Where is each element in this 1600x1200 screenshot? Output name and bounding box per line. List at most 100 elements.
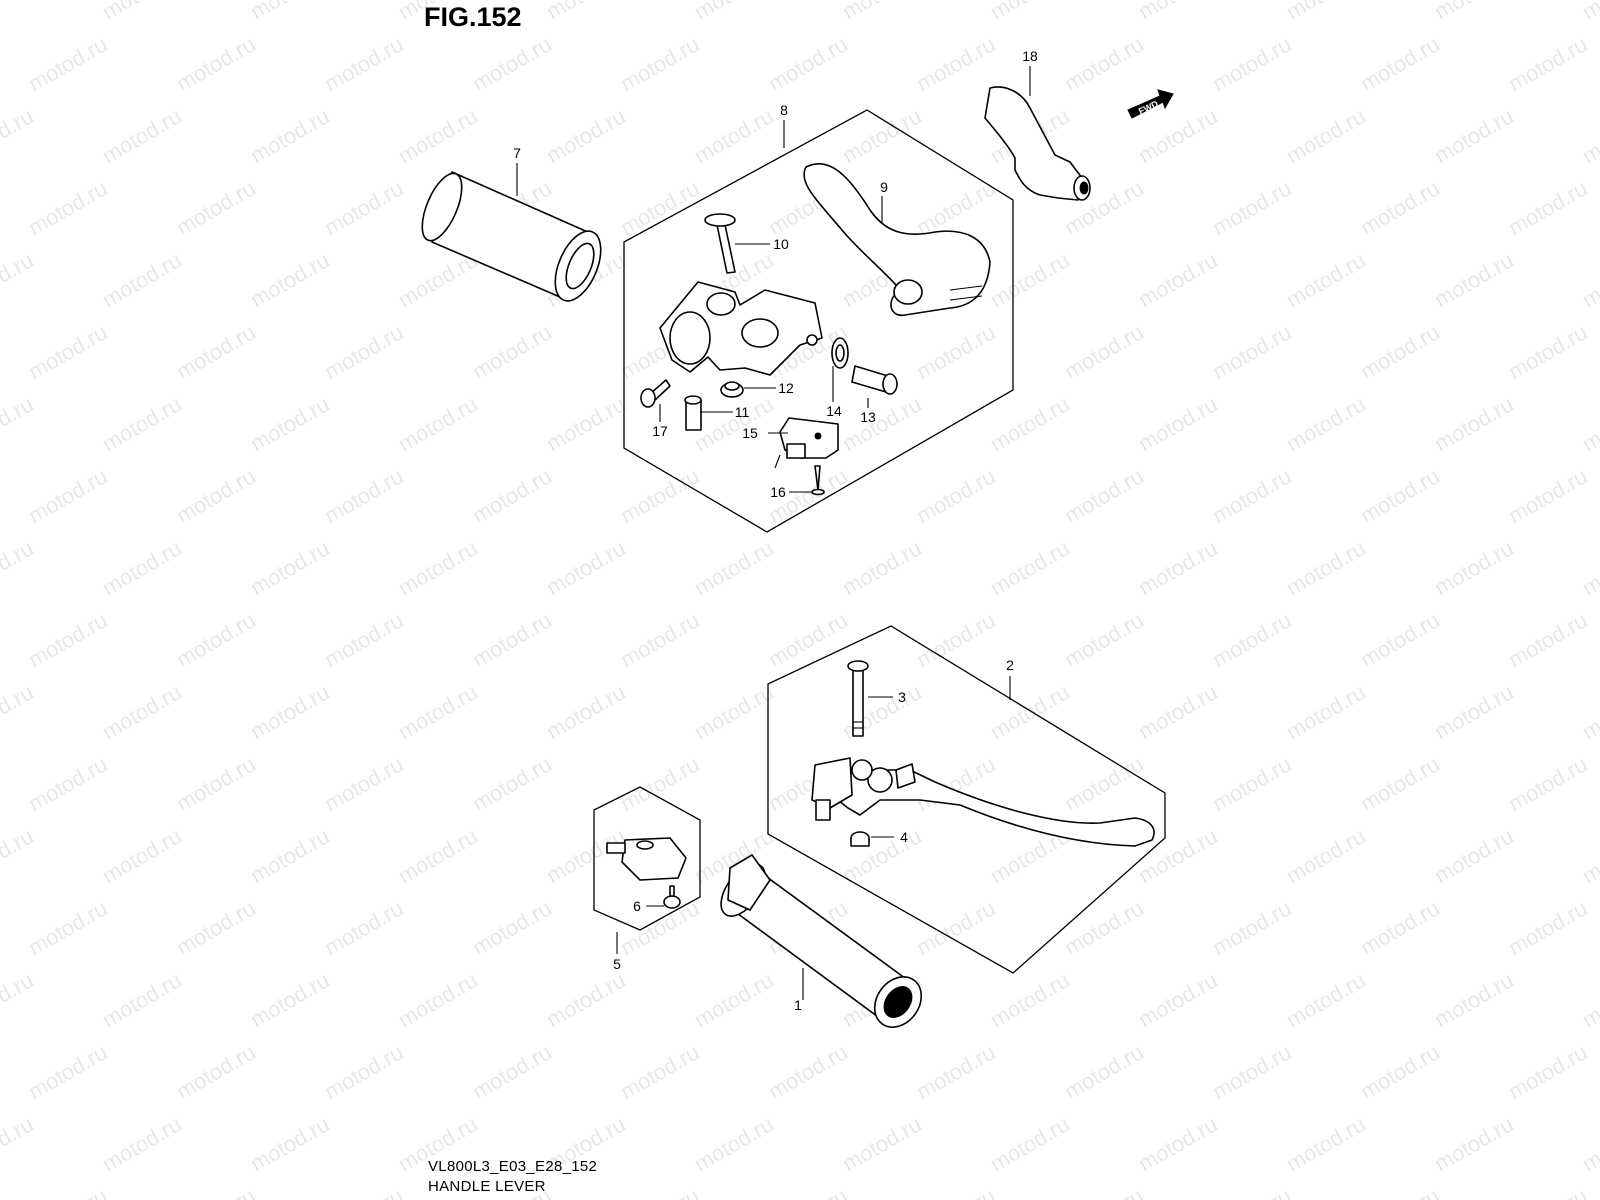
callout-9: 9: [880, 179, 888, 195]
watermark-text: motod.ru: [690, 679, 778, 744]
watermark-text: motod.ru: [1430, 823, 1518, 888]
watermark-text: motod.ru: [24, 175, 112, 240]
watermark-text: motod.ru: [98, 1111, 186, 1176]
watermark-text: motod.ru: [0, 535, 38, 600]
watermark-text: motod.ru: [1430, 535, 1518, 600]
pivot-bolt-3-part: [847, 660, 869, 737]
watermark-text: motod.ru: [912, 175, 1000, 240]
watermark-text: motod.ru: [468, 895, 556, 960]
watermark-text: motod.ru: [1578, 967, 1600, 1032]
watermark-text: motod.ru: [764, 607, 852, 672]
watermark-text: motod.ru: [172, 1183, 260, 1200]
watermark-text: motod.ru: [394, 679, 482, 744]
watermark-text: motod.ru: [1356, 1183, 1444, 1200]
watermark-text: motod.ru: [1282, 535, 1370, 600]
watermark-text: motod.ru: [98, 0, 186, 24]
watermark-text: motod.ru: [1578, 0, 1600, 24]
watermark-text: motod.ru: [1208, 895, 1296, 960]
grip-right-part: [720, 854, 923, 1028]
watermark-text: motod.ru: [542, 823, 630, 888]
watermark-text: motod.ru: [246, 0, 334, 24]
watermark-text: motod.ru: [98, 535, 186, 600]
watermark-text: motod.ru: [98, 391, 186, 456]
leader-lines: [516, 66, 1031, 1000]
nut-12-part: [720, 381, 744, 398]
switch-15-part: [774, 417, 839, 469]
watermark-text: motod.ru: [98, 823, 186, 888]
fwd-direction-icon: FWD: [1127, 89, 1174, 119]
watermark-text: motod.ru: [172, 607, 260, 672]
watermark-text: motod.ru: [0, 103, 38, 168]
watermark-text: motod.ru: [1356, 751, 1444, 816]
watermark-text: motod.ru: [98, 247, 186, 312]
group-frame-2: [767, 625, 1166, 974]
watermark-text: motod.ru: [986, 535, 1074, 600]
watermark-text: motod.ru: [764, 1039, 852, 1104]
watermark-text: motod.ru: [542, 679, 630, 744]
watermark-text: motod.ru: [912, 895, 1000, 960]
watermark-text: motod.ru: [1356, 175, 1444, 240]
watermark-text: motod.ru: [468, 31, 556, 96]
watermark-text: motod.ru: [912, 31, 1000, 96]
watermark-text: motod.ru: [394, 391, 482, 456]
watermark-text: motod.ru: [1430, 967, 1518, 1032]
group-frame-5: [593, 786, 701, 931]
watermark-text: motod.ru: [616, 31, 704, 96]
watermark-text: motod.ru: [468, 607, 556, 672]
watermark-text: motod.ru: [1578, 1111, 1600, 1176]
watermark-text: motod.ru: [1134, 679, 1222, 744]
watermark-text: motod.ru: [246, 679, 334, 744]
callout-18: 18: [1022, 48, 1038, 64]
watermark-text: motod.ru: [246, 391, 334, 456]
watermark-text: motod.ru: [616, 1039, 704, 1104]
watermark-text: motod.ru: [1504, 463, 1592, 528]
watermark-text: motod.ru: [1134, 391, 1222, 456]
watermark-text: motod.ru: [912, 1039, 1000, 1104]
watermark-text: motod.ru: [1134, 967, 1222, 1032]
watermark-text: motod.ru: [1208, 31, 1296, 96]
watermark-text: motod.ru: [0, 1111, 38, 1176]
watermark-text: motod.ru: [1282, 103, 1370, 168]
watermark-text: motod.ru: [1504, 1039, 1592, 1104]
watermark-text: motod.ru: [1060, 1183, 1148, 1200]
watermark-text: motod.ru: [1208, 751, 1296, 816]
watermark-text: motod.ru: [912, 463, 1000, 528]
washer-14-part: [831, 337, 849, 369]
watermark-text: motod.ru: [172, 463, 260, 528]
callout-15: 15: [742, 425, 758, 441]
callout-6: 6: [633, 898, 641, 914]
watermark-text: motod.ru: [764, 1183, 852, 1200]
watermark-text: motod.ru: [986, 247, 1074, 312]
watermark-text: motod.ru: [24, 319, 112, 384]
watermark-text: motod.ru: [172, 895, 260, 960]
figure-code: VL800L3_E03_E28_152: [428, 1158, 598, 1175]
callout-13: 13: [860, 409, 876, 425]
watermark-text: motod.ru: [1208, 463, 1296, 528]
watermark-text: motod.ru: [394, 535, 482, 600]
watermark-text: motod.ru: [1430, 1111, 1518, 1176]
callout-4: 4: [900, 829, 908, 845]
watermark-text: motod.ru: [1578, 679, 1600, 744]
watermark-text: motod.ru: [1578, 247, 1600, 312]
watermark-text: motod.ru: [616, 895, 704, 960]
watermark-text: motod.ru: [394, 103, 482, 168]
watermark-text: motod.ru: [1356, 463, 1444, 528]
watermark-text: motod.ru: [1208, 1039, 1296, 1104]
grip-left-part: [421, 171, 602, 302]
watermark-text: motod.ru: [246, 103, 334, 168]
watermark-text: motod.ru: [542, 967, 630, 1032]
watermark-text: motod.ru: [1504, 175, 1592, 240]
watermark-text: motod.ru: [542, 535, 630, 600]
watermark-text: motod.ru: [838, 1111, 926, 1176]
adjuster-13-part: [851, 365, 898, 395]
watermark-text: motod.ru: [1356, 31, 1444, 96]
watermark-text: motod.ru: [1060, 319, 1148, 384]
watermark-text: motod.ru: [24, 31, 112, 96]
watermark-text: motod.ru: [1356, 895, 1444, 960]
callout-7: 7: [513, 145, 521, 161]
watermark-text: motod.ru: [246, 247, 334, 312]
watermark-text: motod.ru: [542, 391, 630, 456]
watermark-text: motod.ru: [1060, 751, 1148, 816]
